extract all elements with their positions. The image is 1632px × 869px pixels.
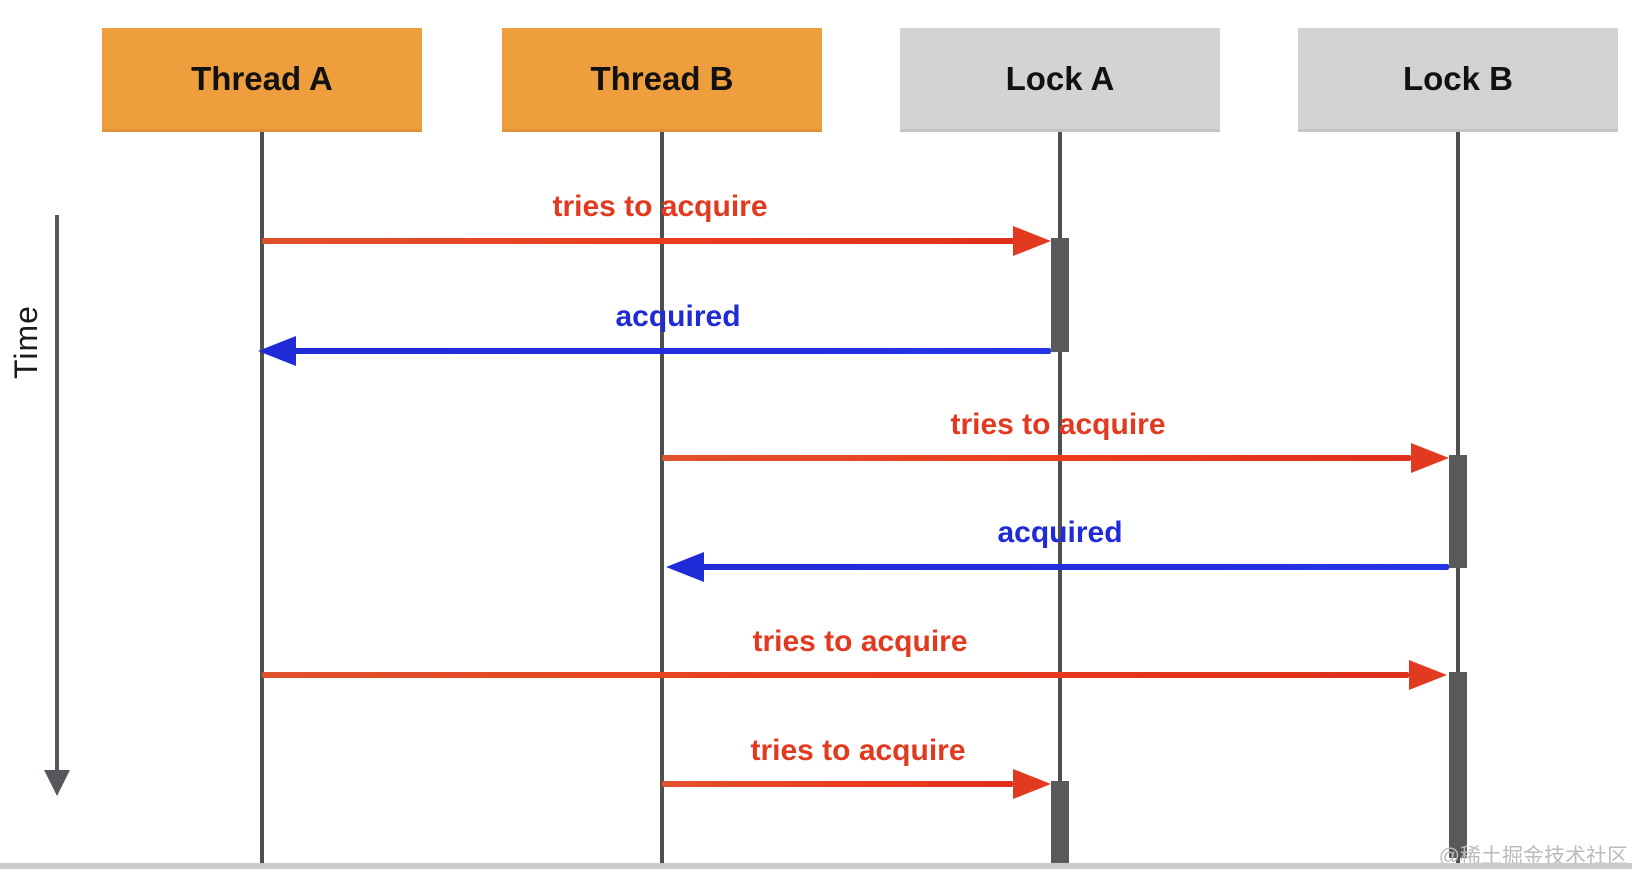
message-label-4: acquired xyxy=(997,516,1123,549)
lifeline-thread-b xyxy=(660,132,664,869)
participant-box-thread-b: Thread B xyxy=(502,28,822,132)
message-label-3: tries to acquire xyxy=(950,408,1166,441)
message-label-2: acquired xyxy=(615,300,741,333)
lifeline-lock-a xyxy=(1058,132,1062,869)
activation-bar-lock-b-2 xyxy=(1449,672,1467,858)
participant-label-thread-b: Thread B xyxy=(590,59,734,97)
time-axis-line xyxy=(55,215,59,772)
message-label-6: tries to acquire xyxy=(750,734,966,767)
activation-bar-lock-a-1 xyxy=(1051,238,1069,352)
arrowhead-left-icon xyxy=(666,552,704,582)
activation-bar-lock-a-2 xyxy=(1051,781,1069,864)
arrowhead-right-icon xyxy=(1013,226,1051,256)
message-arrow-6 xyxy=(662,781,1013,787)
arrowhead-right-icon xyxy=(1409,660,1447,690)
participant-box-thread-a: Thread A xyxy=(102,28,422,132)
message-arrow-2 xyxy=(294,348,1051,354)
message-label-1: tries to acquire xyxy=(552,190,768,223)
message-arrow-3 xyxy=(662,455,1411,461)
activation-bar-lock-b-1 xyxy=(1449,455,1467,568)
arrowhead-left-icon xyxy=(258,336,296,366)
bottom-edge-band xyxy=(0,863,1632,869)
participant-box-lock-a: Lock A xyxy=(900,28,1220,132)
message-arrow-4 xyxy=(702,564,1449,570)
watermark-text: @稀土掘金技术社区 xyxy=(1438,845,1628,868)
arrowhead-right-icon xyxy=(1013,769,1051,799)
participant-box-lock-b: Lock B xyxy=(1298,28,1618,132)
arrow-down-icon xyxy=(44,770,70,796)
participant-label-lock-a: Lock A xyxy=(1005,59,1115,97)
participant-label-thread-a: Thread A xyxy=(191,59,333,97)
time-axis-label: Time xyxy=(8,305,44,379)
arrowhead-right-icon xyxy=(1411,443,1449,473)
lifeline-thread-a xyxy=(260,132,264,869)
message-label-5: tries to acquire xyxy=(752,625,968,658)
message-arrow-5 xyxy=(262,672,1409,678)
participant-label-lock-b: Lock B xyxy=(1402,59,1514,97)
message-arrow-1 xyxy=(262,238,1015,244)
